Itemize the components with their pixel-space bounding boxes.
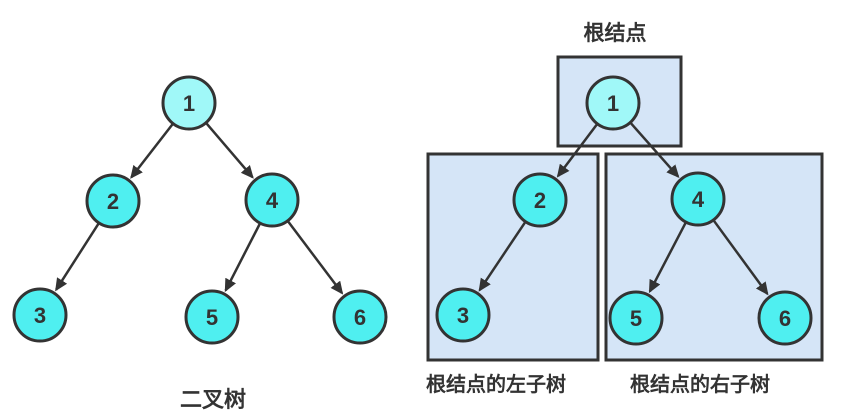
right-tree-node-circle-5 xyxy=(608,290,664,346)
left-tree-node-value-5: 5 xyxy=(206,305,218,330)
left-tree-node-3: 3 xyxy=(12,287,68,343)
right-tree-edge-1-4 xyxy=(628,120,680,179)
left-tree-node-value-2: 2 xyxy=(107,189,119,214)
right-tree-edge-4-5 xyxy=(648,220,688,294)
left-tree-node-circle-1 xyxy=(161,75,217,131)
right-subtree-caption: 根结点的右子树 xyxy=(630,372,770,396)
right-tree-node-value-1: 1 xyxy=(607,91,619,116)
right-tree-edge-4-6 xyxy=(711,218,769,296)
right-tree-node-6: 6 xyxy=(757,290,813,346)
left-tree-node-value-3: 3 xyxy=(34,303,46,328)
right-tree-node-value-6: 6 xyxy=(779,306,791,331)
left-tree-node-5: 5 xyxy=(184,289,240,345)
left-subtree-caption: 根结点的左子树 xyxy=(426,372,566,396)
tree-edges-layer xyxy=(55,120,769,296)
left-tree-node-circle-3 xyxy=(12,287,68,343)
right-tree-node-value-3: 3 xyxy=(457,303,469,328)
left-tree-caption: 二叉树 xyxy=(180,387,246,412)
left-tree-edge-4-5 xyxy=(224,221,262,293)
right-tree-node-1: 1 xyxy=(585,75,641,131)
right-tree-node-3: 3 xyxy=(435,287,491,343)
right-tree-node-2: 2 xyxy=(512,172,568,228)
left-tree-node-circle-2 xyxy=(85,173,141,229)
right-tree-node-circle-2 xyxy=(512,172,568,228)
left-tree-node-6: 6 xyxy=(332,289,388,345)
left-tree-edge-1-2 xyxy=(130,121,175,179)
left-tree-node-circle-6 xyxy=(332,289,388,345)
right-tree-node-value-4: 4 xyxy=(692,187,705,212)
right-tree-node-value-2: 2 xyxy=(534,188,546,213)
left-tree-edge-2-3 xyxy=(55,221,101,292)
left-tree-node-1: 1 xyxy=(161,75,217,131)
left-tree-node-value-6: 6 xyxy=(354,305,366,330)
right-tree-node-circle-3 xyxy=(435,287,491,343)
left-tree-node-value-4: 4 xyxy=(266,188,279,213)
tree-nodes-layer: 1 2 4 3 5 6 1 2 4 3 5 6 xyxy=(12,75,813,346)
right-tree-node-5: 5 xyxy=(608,290,664,346)
right-tree-node-value-5: 5 xyxy=(630,306,642,331)
left-tree-node-value-1: 1 xyxy=(183,91,195,116)
right-tree-node-circle-1 xyxy=(585,75,641,131)
left-tree-node-2: 2 xyxy=(85,173,141,229)
left-tree-node-circle-5 xyxy=(184,289,240,345)
right-tree-edge-1-2 xyxy=(556,122,599,178)
right-tree-node-circle-4 xyxy=(670,171,726,227)
right-tree-node-circle-6 xyxy=(757,290,813,346)
left-tree-edge-1-4 xyxy=(204,121,254,179)
right-tree-edge-2-3 xyxy=(478,220,528,292)
right-tree-node-4: 4 xyxy=(670,171,726,227)
root-node-label: 根结点 xyxy=(584,21,647,45)
left-tree-node-circle-4 xyxy=(244,172,300,228)
left-tree-node-4: 4 xyxy=(244,172,300,228)
left-tree-edge-4-6 xyxy=(286,219,344,295)
